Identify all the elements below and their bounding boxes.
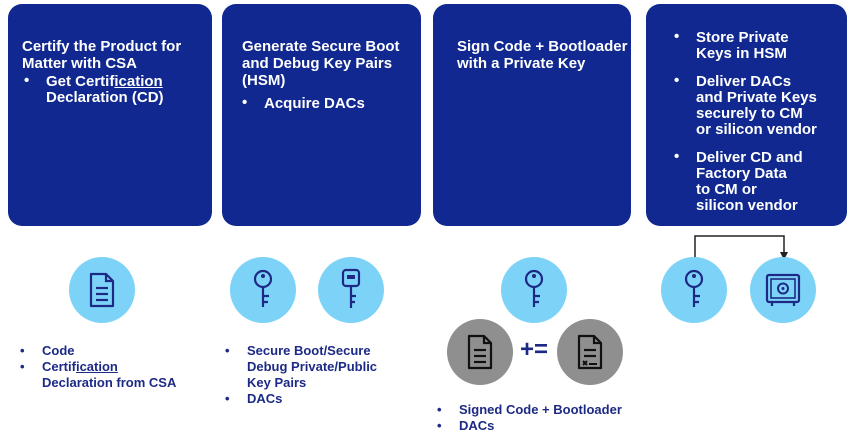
legend-item-signed-code: • Signed Code + Bootloader xyxy=(437,402,622,417)
bullet-deliver-cd: • Deliver CD and Factory Data to CM or s… xyxy=(674,148,803,214)
bullet-acquire-dacs: • Acquire DACs xyxy=(242,94,365,112)
card-title: Certify the Product for Matter with CSA xyxy=(22,38,182,72)
document-icon xyxy=(69,257,135,323)
legend-item-code: • Code xyxy=(20,343,75,358)
legend-item-key-pairs: • Secure Boot/Secure Debug Private/Publi… xyxy=(225,343,378,390)
legend-signed-code: • Signed Code + Bootloader • DACs xyxy=(437,402,622,434)
signed-document-icon xyxy=(557,319,623,385)
card-bullets: • Store Private Keys in HSM • Deliver DA… xyxy=(674,28,817,214)
bullet-get-certification: • Get Certification Declaration (CD) xyxy=(24,72,164,106)
card-certify-product: Certify the Product for Matter with CSA … xyxy=(8,4,212,226)
legend-certify: • Code • Certification Declaration from … xyxy=(20,343,176,391)
legend-item-dacs: • DACs xyxy=(225,391,283,406)
card-bullets: • Get Certification Declaration (CD) xyxy=(24,72,164,106)
card-title: Sign Code + Bootloader with a Private Ke… xyxy=(457,38,628,72)
legend-key-pairs: • Secure Boot/Secure Debug Private/Publi… xyxy=(225,343,377,407)
key-icon xyxy=(661,257,727,323)
card-title: Generate Secure Boot and Debug Key Pairs… xyxy=(242,38,400,89)
legend-item-certification: • Certification Declaration from CSA xyxy=(20,359,177,390)
card-bullets: • Acquire DACs xyxy=(242,94,365,112)
bullet-store-keys: • Store Private Keys in HSM xyxy=(674,28,789,62)
card-generate-key-pairs: Generate Secure Boot and Debug Key Pairs… xyxy=(222,4,421,226)
plus-equals-operator: += xyxy=(520,336,549,363)
bullet-deliver-dacs: • Deliver DACs and Private Keys securely… xyxy=(674,72,817,138)
card-sign-code: Sign Code + Bootloader with a Private Ke… xyxy=(433,4,631,226)
safe-icon xyxy=(750,257,816,323)
document-icon xyxy=(447,319,513,385)
legend-item-dacs: • DACs xyxy=(437,418,495,433)
key-icon xyxy=(230,257,296,323)
key-fob-icon xyxy=(318,257,384,323)
card-store-deliver: • Store Private Keys in HSM • Deliver DA… xyxy=(646,4,847,226)
connector-arrow xyxy=(694,235,788,260)
key-icon xyxy=(501,257,567,323)
